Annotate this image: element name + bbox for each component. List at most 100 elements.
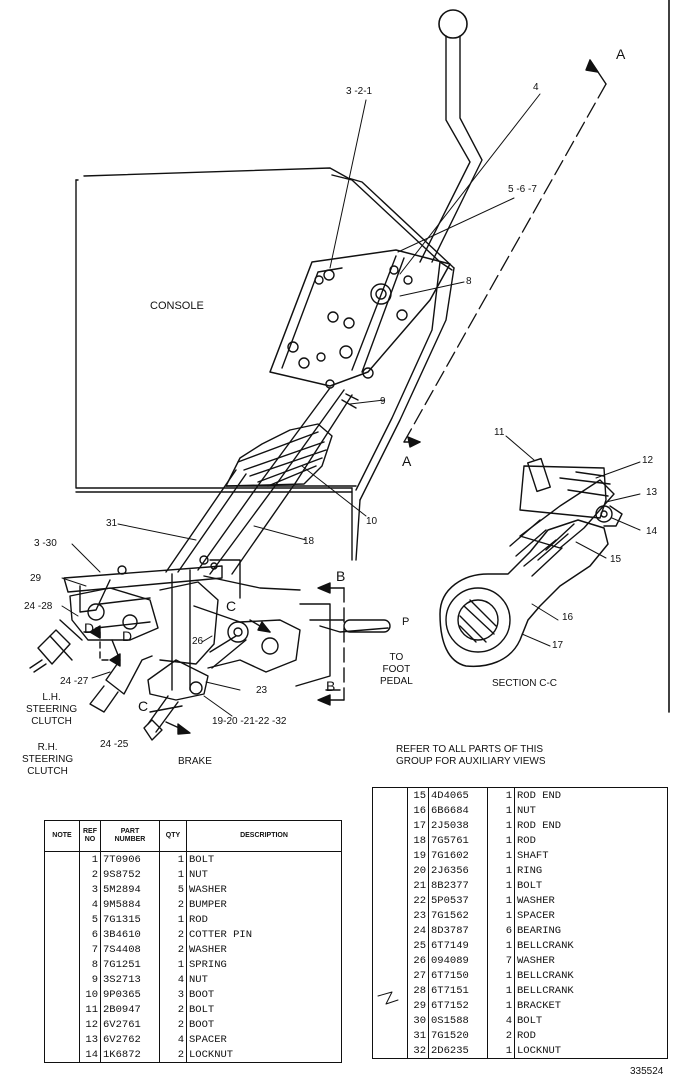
description-cell: ROD END [517, 819, 562, 832]
ref-no-cell: 11 [79, 1002, 101, 1017]
section-c-left-label: C [138, 698, 149, 714]
description-cell: WASHER [517, 894, 555, 907]
description-cell: ROD [517, 1029, 536, 1042]
qty-cell: 1 [487, 848, 515, 863]
ref-no-cell: 32 [407, 1043, 429, 1059]
ref-no-cell: 25 [407, 938, 429, 953]
description-cell: BOLT [517, 879, 543, 892]
ref-no-cell: 31 [407, 1028, 429, 1043]
rh-steering-clutch-label: R.H. STEERING CLUTCH [22, 742, 74, 777]
ref-no-cell: 30 [407, 1013, 429, 1028]
note-cell [44, 851, 80, 867]
part-number-cell: 6B6684 [428, 803, 488, 818]
ref-no-cell: 9 [79, 972, 101, 987]
callout-12: 12 [642, 455, 654, 466]
part-number-cell: 8B2377 [428, 878, 488, 893]
description-cell: BOLT [189, 1003, 215, 1016]
ref-no-cell: 19 [407, 848, 429, 863]
callout-24-25: 24 -25 [100, 739, 129, 750]
callout-24-28: 24 -28 [24, 601, 53, 612]
section-a-top-label: A [616, 46, 626, 62]
note-cell [372, 983, 408, 998]
part-number-cell: 6T7150 [428, 968, 488, 983]
ref-no-cell: 22 [407, 893, 429, 908]
part-number-cell: 7G1602 [428, 848, 488, 863]
part-number-cell: 094089 [428, 953, 488, 968]
note-cell [44, 957, 80, 972]
description-cell: COTTER PIN [189, 928, 253, 941]
section-c-right-label: C [226, 598, 237, 614]
header-ref-no: REF NO [79, 820, 101, 852]
part-number-cell: 8D3787 [428, 923, 488, 938]
section-d-left-label: D [84, 620, 95, 636]
description-cell: LOCKNUT [189, 1048, 234, 1061]
section-cc-detail [439, 457, 623, 668]
lh-steering-clutch-label: L.H. STEERING CLUTCH [26, 692, 78, 727]
part-number-cell: 6V2762 [100, 1032, 160, 1047]
table-header-row: NOTE REF NO PART NUMBER QTY DESCRIPTION [44, 820, 342, 852]
note-cell [44, 897, 80, 912]
rods [165, 379, 359, 575]
ref-no-cell: 2 [79, 867, 101, 882]
note-cell [44, 1032, 80, 1047]
note-cell [372, 923, 408, 938]
part-number-cell: 0S1588 [428, 1013, 488, 1028]
refer-note: REFER TO ALL PARTS OF THIS GROUP FOR AUX… [396, 744, 546, 767]
callout-14: 14 [646, 526, 658, 537]
ref-no-cell: 24 [407, 923, 429, 938]
callout-18: 18 [303, 536, 315, 547]
description-cell: BEARING [517, 924, 562, 937]
qty-cell: 2 [159, 897, 187, 912]
description-cell: NUT [517, 804, 536, 817]
ref-no-cell: 12 [79, 1017, 101, 1032]
qty-cell: 4 [487, 1013, 515, 1028]
qty-cell: 2 [159, 1047, 187, 1063]
qty-cell: 1 [487, 908, 515, 923]
callout-31: 31 [106, 518, 118, 529]
part-number-cell: 4D4065 [428, 787, 488, 803]
qty-cell: 1 [487, 787, 515, 803]
callout-15: 15 [610, 554, 622, 565]
callout-4: 4 [533, 82, 539, 93]
callout-13: 13 [646, 487, 658, 498]
part-number-cell: 7S4408 [100, 942, 160, 957]
note-cell [44, 1047, 80, 1063]
section-b-top-label: B [336, 568, 346, 584]
description-cell: ROD [189, 913, 208, 926]
part-number-cell: 7G5761 [428, 833, 488, 848]
lower-linkage [29, 555, 391, 741]
note-cell [372, 863, 408, 878]
description-cell: RING [517, 864, 543, 877]
description-cell: BOOT [189, 1018, 215, 1031]
part-number-cell: 7T0906 [100, 851, 160, 867]
qty-cell: 5 [159, 882, 187, 897]
description-cell: BELLCRANK [517, 939, 574, 952]
note-cell [44, 927, 80, 942]
qty-cell: 2 [159, 1002, 187, 1017]
note-cell [372, 908, 408, 923]
callout-16: 16 [562, 612, 574, 623]
description-cell: BELLCRANK [517, 969, 574, 982]
callout-11: 11 [494, 427, 505, 438]
note-cell [372, 818, 408, 833]
console-outline [75, 167, 455, 561]
qty-cell: 1 [159, 957, 187, 972]
note-cell [44, 882, 80, 897]
callout-23: 23 [256, 685, 268, 696]
callout-8: 8 [466, 276, 472, 287]
qty-cell: 7 [487, 953, 515, 968]
note-cell [372, 1028, 408, 1043]
qty-cell: 1 [487, 878, 515, 893]
part-number-cell: 6T7149 [428, 938, 488, 953]
